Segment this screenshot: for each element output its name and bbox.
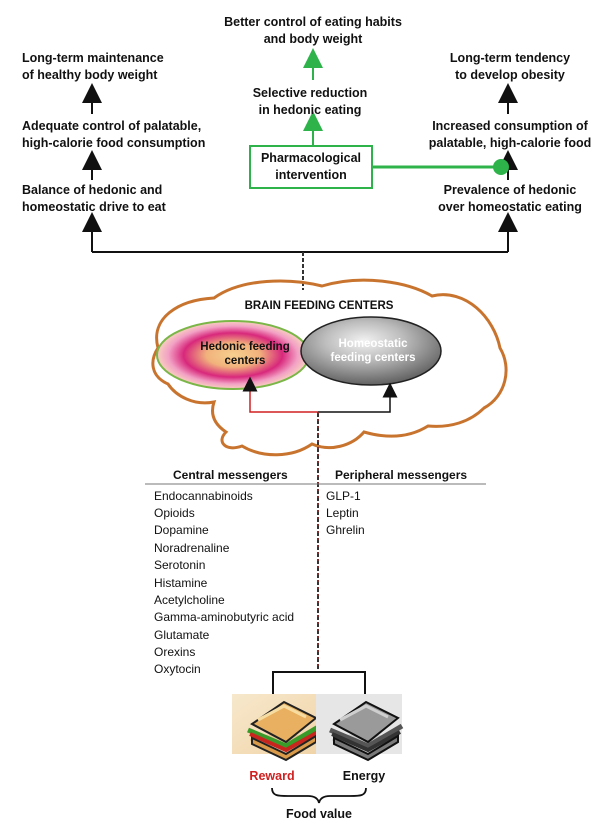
outcome-left-bottom: Balance of hedonic and homeostatic drive… xyxy=(22,183,166,214)
list-item: Gamma-aminobutyric acid xyxy=(154,610,295,624)
food-value-label: Food value xyxy=(286,807,352,821)
list-item: Serotonin xyxy=(154,558,206,572)
inhibition-dot xyxy=(493,159,509,175)
outcome-right-bottom: Prevalence of hedonic over homeostatic e… xyxy=(438,183,582,214)
inhibition-connector xyxy=(373,159,509,175)
outcome-left-top: Long-term maintenance of healthy body we… xyxy=(22,51,164,82)
list-item: Ghrelin xyxy=(326,523,365,537)
top-connector xyxy=(82,212,518,253)
list-item: Opioids xyxy=(154,506,195,520)
list-item: Histamine xyxy=(154,576,208,590)
brain-outline xyxy=(151,278,508,457)
reward-label: Reward xyxy=(249,769,295,783)
list-item: Glutamate xyxy=(154,628,210,642)
pharmacological-intervention-box: Pharmacological intervention xyxy=(249,145,373,189)
outcome-left-middle: Adequate control of palatable, high-calo… xyxy=(22,119,206,150)
sandwich-color-icon xyxy=(232,694,322,762)
outcome-right-top: Long-term tendency to develop obesity xyxy=(449,51,571,82)
energy-label: Energy xyxy=(342,769,386,783)
list-item: Noradrenaline xyxy=(154,541,230,555)
outcome-center-top: Better control of eating habits and body… xyxy=(224,15,402,46)
list-item: Endocannabinoids xyxy=(154,489,253,503)
list-item: Orexins xyxy=(154,645,196,659)
hedonic-centers-label: Hedonic feeding centers xyxy=(200,341,290,367)
outcome-center-middle: Selective reduction in hedonic eating xyxy=(252,86,368,117)
outcome-right-middle: Increased consumption of palatable, high… xyxy=(428,119,592,150)
brain-title: BRAIN FEEDING CENTERS xyxy=(244,300,394,312)
brain-input-connectors xyxy=(242,376,398,413)
list-item: GLP-1 xyxy=(326,489,361,503)
list-item: Dopamine xyxy=(154,523,209,537)
intervention-line-2: intervention xyxy=(275,168,347,182)
sandwich-gray-icon xyxy=(316,694,404,762)
peripheral-messengers-title: Peripheral messengers xyxy=(335,468,468,482)
food-bracket xyxy=(272,671,366,694)
list-item: Oxytocin xyxy=(154,662,201,676)
list-item: Acetylcholine xyxy=(154,593,225,607)
central-messengers-title: Central messengers xyxy=(173,468,288,482)
list-item: Leptin xyxy=(326,506,359,520)
food-value-brace xyxy=(271,787,367,804)
homeostatic-centers-label: Homeostatic feeding centers xyxy=(330,338,416,364)
intervention-line-1: Pharmacological xyxy=(260,151,362,165)
homeostatic-centers-shape xyxy=(300,316,442,386)
